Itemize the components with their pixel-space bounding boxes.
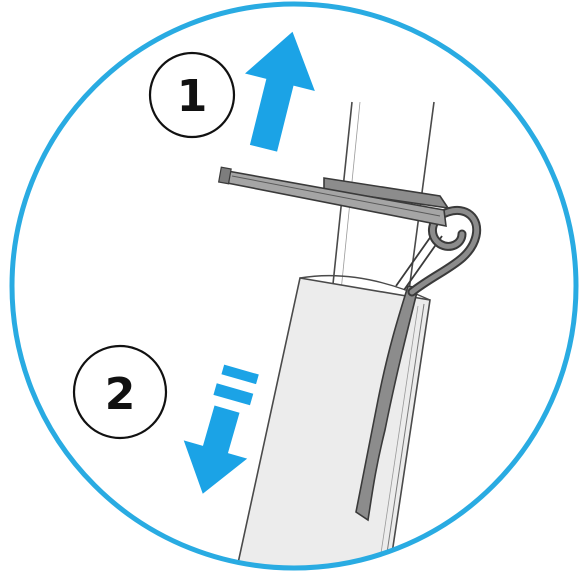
step-1-badge: 1 xyxy=(148,51,236,139)
clip-arm-end-cap xyxy=(217,166,232,185)
step-1-number: 1 xyxy=(177,71,208,122)
step-2-number: 2 xyxy=(105,369,136,420)
sleeve-edge-line-inner xyxy=(373,305,419,568)
sleeve xyxy=(229,277,431,568)
diagram-content xyxy=(217,101,482,568)
step-2-circle xyxy=(72,344,168,440)
clip-arm-groove xyxy=(231,175,441,217)
frame-circle xyxy=(9,1,579,571)
clip-loop-fill xyxy=(409,208,480,295)
motion-dash-2 xyxy=(213,383,254,406)
clip-arm-upper xyxy=(323,177,450,210)
step-2-badge: 2 xyxy=(72,344,168,440)
arrow-up-icon xyxy=(245,31,315,152)
step-1-circle xyxy=(148,51,236,139)
spring-clip-strip xyxy=(355,285,419,522)
motion-dash-1 xyxy=(221,364,259,385)
arrow-down-icon xyxy=(183,364,259,494)
